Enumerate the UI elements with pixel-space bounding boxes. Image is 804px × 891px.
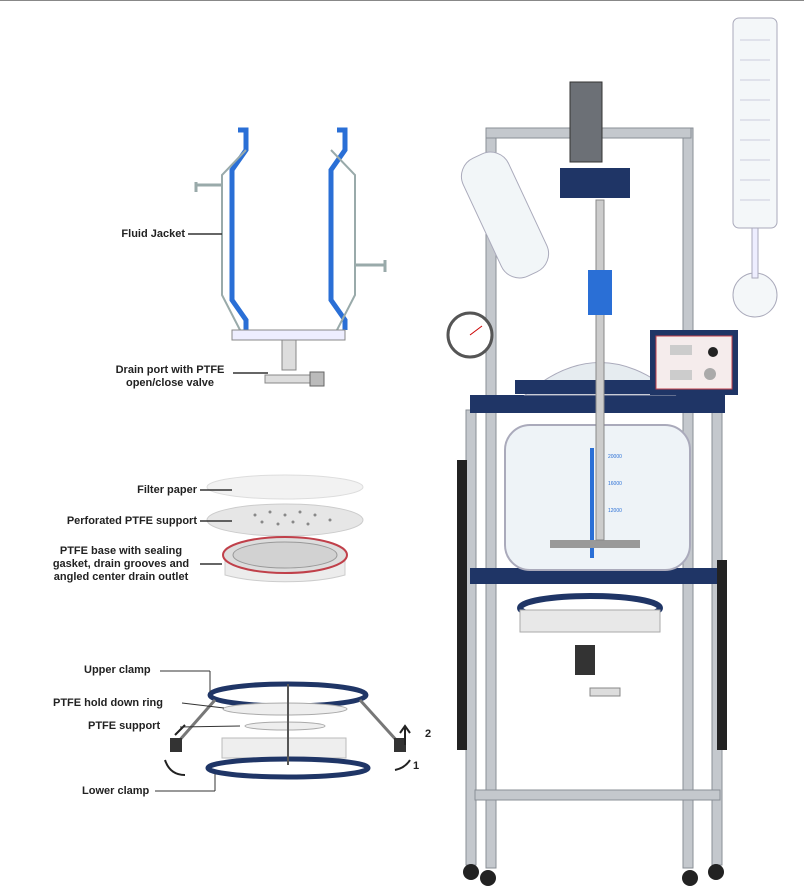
label-ptfe-support: PTFE support — [88, 720, 161, 732]
step-1-marker: 1 — [413, 760, 420, 772]
label-filter-paper: Filter paper — [137, 484, 197, 496]
label-ptfe-base-line3: angled center drain outlet — [53, 571, 189, 583]
lower-frame-plate — [470, 568, 725, 584]
label-perforated-support: Perforated PTFE support — [66, 515, 197, 527]
label-ptfe-base: PTFE base with sealing gasket, drain gro… — [45, 545, 197, 584]
label-lower-clamp: Lower clamp — [82, 785, 150, 797]
step-2-marker: 2 — [425, 728, 432, 740]
label-upper-clamp: Upper clamp — [84, 664, 151, 676]
label-hold-down-ring: PTFE hold down ring — [53, 697, 163, 709]
clamp-assembly — [155, 670, 411, 792]
label-drain-port-line1: Drain port with PTFE — [115, 364, 225, 376]
condenser — [732, 17, 778, 229]
label-fluid-jacket: Fluid Jacket — [121, 228, 185, 240]
label-drain-port: Drain port with PTFE open/close valve — [105, 364, 235, 390]
label-drain-port-line2: open/close valve — [125, 377, 215, 389]
scale-16000: 16000 — [608, 481, 622, 487]
filter-stack — [200, 474, 364, 583]
reactor-system: 20000 16000 12000 — [446, 17, 778, 886]
jacket-cross-section — [188, 127, 387, 387]
label-ptfe-base-line1: PTFE base with sealing — [59, 545, 183, 557]
scale-20000: 20000 — [608, 454, 622, 460]
scale-12000: 12000 — [608, 508, 622, 514]
label-ptfe-base-line2: gasket, drain grooves and — [52, 558, 190, 570]
